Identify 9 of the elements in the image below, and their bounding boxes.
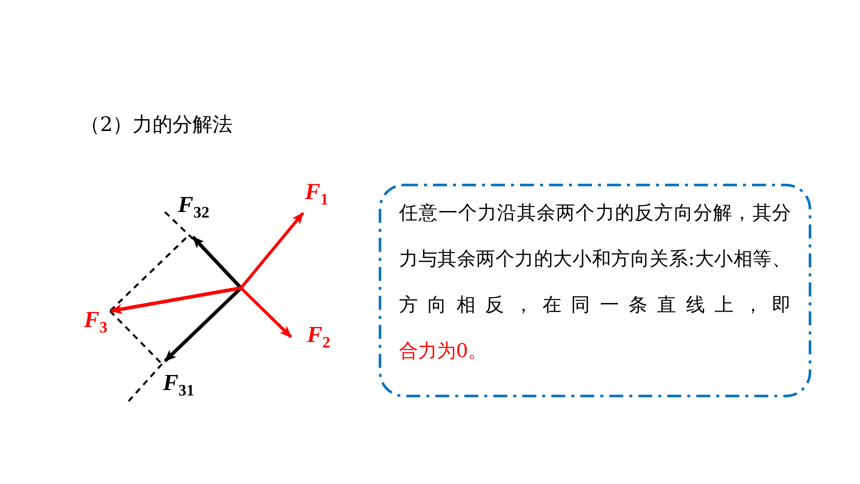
title: （2）力的分解法 (80, 111, 233, 138)
force-label: F$_{2}$ (307, 322, 330, 354)
text-box (378, 183, 812, 398)
force-label: F$_{31}$ (163, 370, 194, 402)
conclusion-text: 合力为0。 (399, 339, 488, 364)
force-label: F$_{32}$ (178, 192, 210, 224)
force-label: F$_{1}$ (305, 179, 328, 211)
force-label: F$_{3}$ (84, 307, 108, 339)
body-text: 任意一个力沿其余两个力的反方向分解，其分力与其余两个力的大小和方向关系:大小相等、方向相反，在同一条直线上，即 (399, 201, 791, 318)
